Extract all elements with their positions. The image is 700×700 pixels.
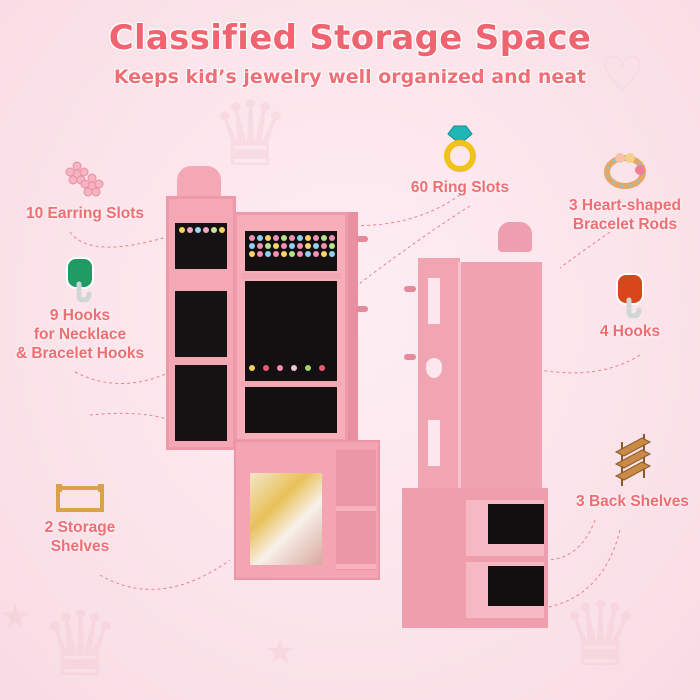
shelf [241,381,341,387]
door-crown-top [177,166,221,200]
feature-ring-slots: 60 Ring Slots [395,124,525,197]
feature-label: 4 Hooks [599,323,661,340]
feature-label: 60 Ring Slots [410,179,510,196]
shelf [241,273,341,279]
bracelet-compartment [245,281,337,381]
feature-label: 3 Heart-shaped [569,197,681,214]
back-shelf-panel [488,504,544,544]
diamond-ring-icon [444,125,476,172]
feature-back-shelves: 3 Back Shelves [565,432,700,511]
heart-decoration-icon: ♡ [600,47,645,103]
flower-earring-icon [65,161,104,197]
feature-earring-slots: 10 Earring Slots [10,160,160,223]
feature-label: 10 Earring Slots [25,205,144,222]
green-hook-icon [66,257,94,302]
feature-label: for Necklace [33,326,127,343]
star-decoration-icon: ★ [0,598,31,636]
feature-label: 3 Back Shelves [576,493,689,510]
back-shelves-base [402,488,548,628]
feature-label: Shelves [50,538,110,555]
back-shelf-panel [488,566,544,606]
bracelet-icon [604,153,646,189]
lower-compartment [245,387,337,433]
ring-slots [249,235,335,257]
side-hook [404,286,416,292]
side-hook [404,354,416,360]
crown-decoration-icon: ♛ [560,585,641,685]
wooden-shelf-icon [56,484,104,512]
red-hook-icon [616,273,644,318]
side-hook [356,306,368,312]
storage-shelves-open [336,450,376,570]
back-crown-top [498,222,532,252]
cabinet-door [166,196,236,450]
feature-storage-shelves: 2 Storage Shelves [10,482,150,556]
crown-decoration-icon: ♛ [210,85,291,185]
nail-polish-bottles [249,365,331,371]
side-hook [356,236,368,242]
feature-label: 9 Hooks [49,307,111,324]
base-mirror [250,473,322,565]
feature-bracelet-rods: 3 Heart-shaped Bracelet Rods [550,148,700,234]
feature-label: & Bracelet Hooks [15,345,145,362]
cabinet-side [348,212,358,442]
wooden-back-shelves-icon [614,434,651,486]
cabinet-body [234,212,348,442]
star-decoration-icon: ★ [265,633,296,671]
feature-label: 2 Storage [44,519,116,536]
necklace-panel [175,365,227,441]
heart-cutout [426,358,442,378]
earrings [179,227,225,233]
feature-label: Bracelet Rods [572,216,678,233]
necklace-panel [175,291,227,357]
back-panel [458,262,542,498]
feature-hooks-left: 9 Hooks for Necklace & Bracelet Hooks [0,256,160,363]
back-door [418,258,460,498]
page-subtitle: Keeps kid’s jewelry well organized and n… [113,66,587,88]
page-title: Classified Storage Space [108,18,592,58]
feature-hooks-right: 4 Hooks [580,272,680,341]
crown-decoration-icon: ♛ [40,595,121,695]
